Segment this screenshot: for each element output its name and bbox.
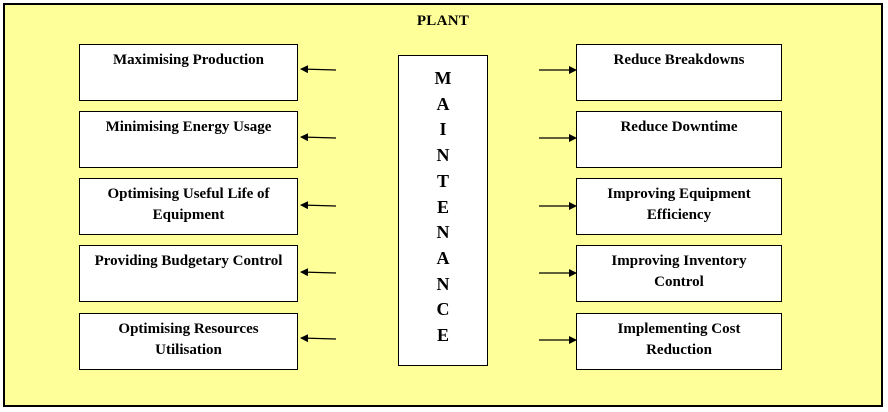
maintenance-letter: T	[436, 170, 449, 191]
plant-title: PLANT	[416, 13, 470, 29]
arrow-left-3	[300, 201, 337, 210]
left-goal-label: Minimising Energy Usage	[105, 119, 272, 135]
right-goal-box-1: Reduce Breakdowns	[576, 44, 782, 101]
left-goal-label: Optimising Useful Life of Equipment	[107, 186, 270, 223]
right-goal-label: Improving Equipment Efficiency	[607, 186, 751, 223]
maintenance-letter: N	[436, 273, 450, 294]
maintenance-letter: E	[436, 325, 449, 345]
left-goal-label: Maximising Production	[113, 52, 264, 68]
left-goal-box-1: Maximising Production	[79, 44, 298, 101]
plant-container: PLANT Maximising Production Minimising E…	[3, 3, 883, 407]
arrow-left-2	[300, 133, 337, 142]
maintenance-letter: N	[436, 222, 450, 243]
arrow-left-4	[300, 268, 337, 277]
maintenance-letter: E	[436, 196, 449, 217]
maintenance-letter: M	[434, 68, 452, 88]
right-goal-box-2: Reduce Downtime	[576, 111, 782, 168]
left-goal-box-3: Optimising Useful Life of Equipment	[79, 178, 298, 235]
maintenance-letter: A	[436, 247, 450, 268]
maintenance-letter: I	[439, 119, 447, 140]
right-goal-label: Implementing Cost Reduction	[617, 321, 741, 358]
left-goal-box-5: Optimising Resources Utilisation	[79, 313, 298, 370]
right-goal-label: Improving Inventory Control	[611, 253, 747, 290]
maintenance-letter: A	[436, 93, 450, 114]
left-goal-box-2: Minimising Energy Usage	[79, 111, 298, 168]
maintenance-letter: N	[436, 145, 450, 166]
right-goal-box-5: Implementing Cost Reduction	[576, 313, 782, 370]
right-goal-label: Reduce Breakdowns	[613, 52, 745, 68]
maintenance-letter: C	[436, 299, 450, 320]
left-goal-label: Optimising Resources Utilisation	[118, 321, 259, 358]
arrow-left-5	[300, 334, 337, 343]
right-goal-box-3: Improving Equipment Efficiency	[576, 178, 782, 235]
right-goal-box-4: Improving Inventory Control	[576, 245, 782, 302]
arrow-left-1	[300, 65, 337, 74]
left-goal-label: Providing Budgetary Control	[94, 253, 283, 269]
left-goal-box-4: Providing Budgetary Control	[79, 245, 298, 302]
right-goal-label: Reduce Downtime	[620, 119, 738, 135]
